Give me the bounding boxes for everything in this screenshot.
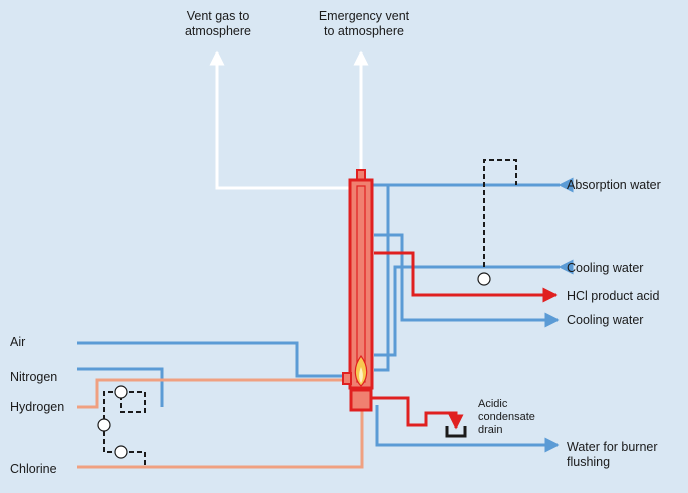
vent-gas-label-line2: atmosphere <box>184 24 251 38</box>
vent-gas-label: Vent gas to atmosphere <box>172 9 264 39</box>
chlorine-line <box>77 411 364 469</box>
hydrogen-valve <box>114 385 128 399</box>
cooling-water-valve <box>477 272 491 286</box>
ratio-control-link <box>103 391 121 453</box>
vent-gas-label-line1: Vent gas to <box>186 9 250 23</box>
hydrogen-control-loop <box>120 391 146 413</box>
acidic-drain-label: Acidic condensate drain <box>478 398 535 437</box>
burner-flushing-line <box>375 405 560 453</box>
column-inner-tube <box>356 185 366 383</box>
absorption-control-loop <box>483 159 517 267</box>
cooling-water-out-line <box>374 233 560 328</box>
flame-core <box>359 367 363 383</box>
ratio-controller <box>97 418 111 432</box>
nitrogen-label: Nitrogen <box>10 370 58 384</box>
cooling-water-in-label: Cooling water <box>567 261 644 275</box>
cooling-water-in-line <box>374 259 574 357</box>
acidic-drain-line <box>368 396 464 430</box>
hydrogen-label: Hydrogen <box>10 400 65 414</box>
nitrogen-line <box>77 367 164 407</box>
absorption-water-down <box>374 185 390 372</box>
drain-trap-icon <box>445 426 467 438</box>
absorption-water-label: Absorption water <box>567 178 661 192</box>
chlorine-label: Chlorine <box>10 462 57 476</box>
burner-flushing-label-line1: Water for burner <box>567 440 658 454</box>
column-bottom <box>349 388 373 412</box>
burner-flushing-label-line2: flushing <box>567 455 611 469</box>
emergency-vent-label-line1: Emergency vent <box>318 9 410 23</box>
hydrogen-line <box>77 378 345 409</box>
air-line <box>77 341 345 378</box>
hcl-product-line <box>374 251 558 303</box>
acidic-drain-label-line2: condensate <box>478 411 535 423</box>
hcl-product-label: HCl product acid <box>567 289 660 303</box>
air-label: Air <box>10 335 26 349</box>
chlorine-control-loop <box>121 451 146 467</box>
acidic-drain-label-line3: drain <box>478 424 503 436</box>
vent-gas-line <box>209 50 360 190</box>
acidic-drain-label-line1: Acidic <box>478 398 508 410</box>
emergency-vent-label: Emergency vent to atmosphere <box>305 9 423 39</box>
emergency-vent-label-line2: to atmosphere <box>324 24 404 38</box>
burner-flushing-label: Water for burner flushing <box>567 440 658 470</box>
burner-inlet <box>342 372 352 385</box>
cooling-water-out-label: Cooling water <box>567 313 644 327</box>
chlorine-valve <box>114 445 128 459</box>
